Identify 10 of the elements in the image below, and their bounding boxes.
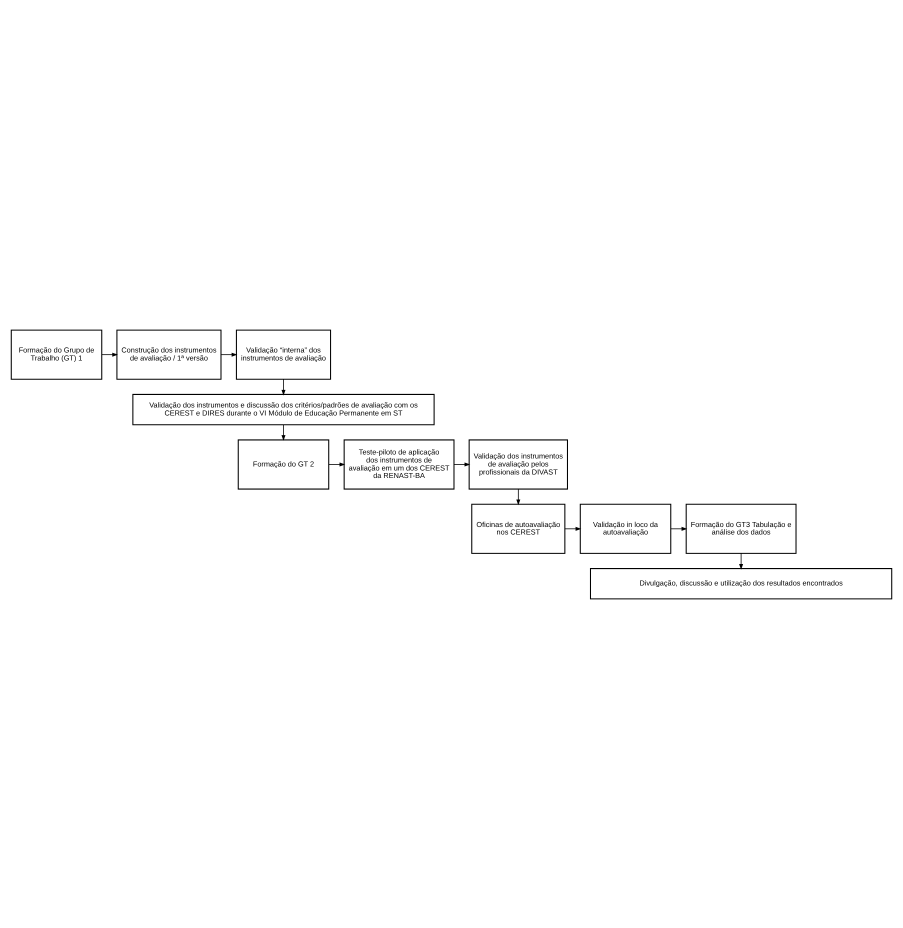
arrow: [328, 462, 346, 466]
arrow: [281, 378, 286, 396]
arrow: [564, 526, 582, 530]
arrow: [670, 526, 688, 530]
arrow: [516, 488, 520, 505]
arrow: [739, 552, 744, 570]
arrow: [281, 424, 286, 440]
arrow: [101, 352, 118, 356]
arrow: [220, 352, 238, 356]
arrow: [454, 462, 470, 466]
